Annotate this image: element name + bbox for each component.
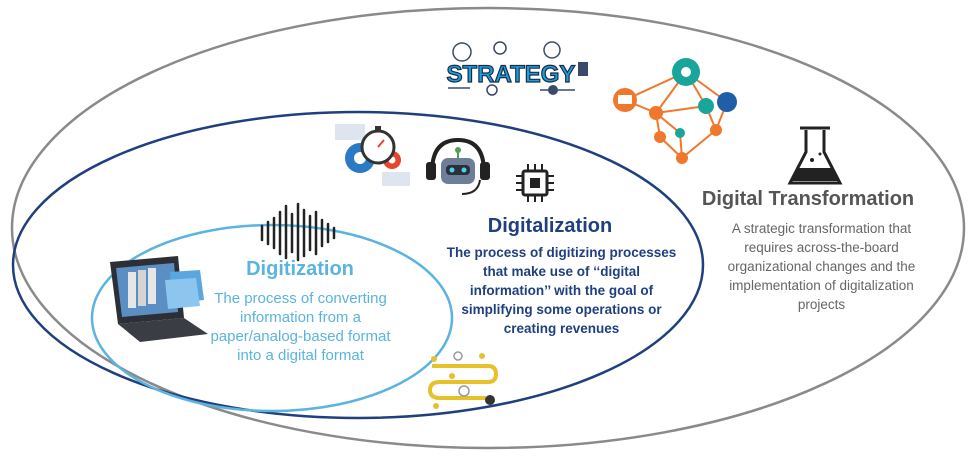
digitization-title: Digitization [246,258,354,280]
laptop-folders-icon [110,256,208,342]
gears-stopwatch-icon [335,124,410,186]
strategy-banner-icon: STRATEGY [446,41,588,96]
sound-wave-icon [260,202,336,262]
digitalization-ellipse [11,110,705,420]
headset-bot-icon [426,137,490,195]
digitalization-title: Digitalization [487,215,613,237]
digitalization-description: The process of digitizing processes that… [446,245,677,336]
digitization-ellipse [90,223,454,413]
digital-transformation-description: A strategic transformation that requires… [727,221,916,312]
network-icon [613,58,737,164]
digital-transformation-ellipse [10,6,966,450]
digitization-description: The process of converting information fr… [210,290,391,364]
digital-transformation-title: Digital Transformation [701,188,915,210]
chip-icon [516,164,554,202]
roadmap-icon [427,351,499,409]
strategy-banner-text: STRATEGY [447,61,576,88]
flask-icon [787,126,843,185]
